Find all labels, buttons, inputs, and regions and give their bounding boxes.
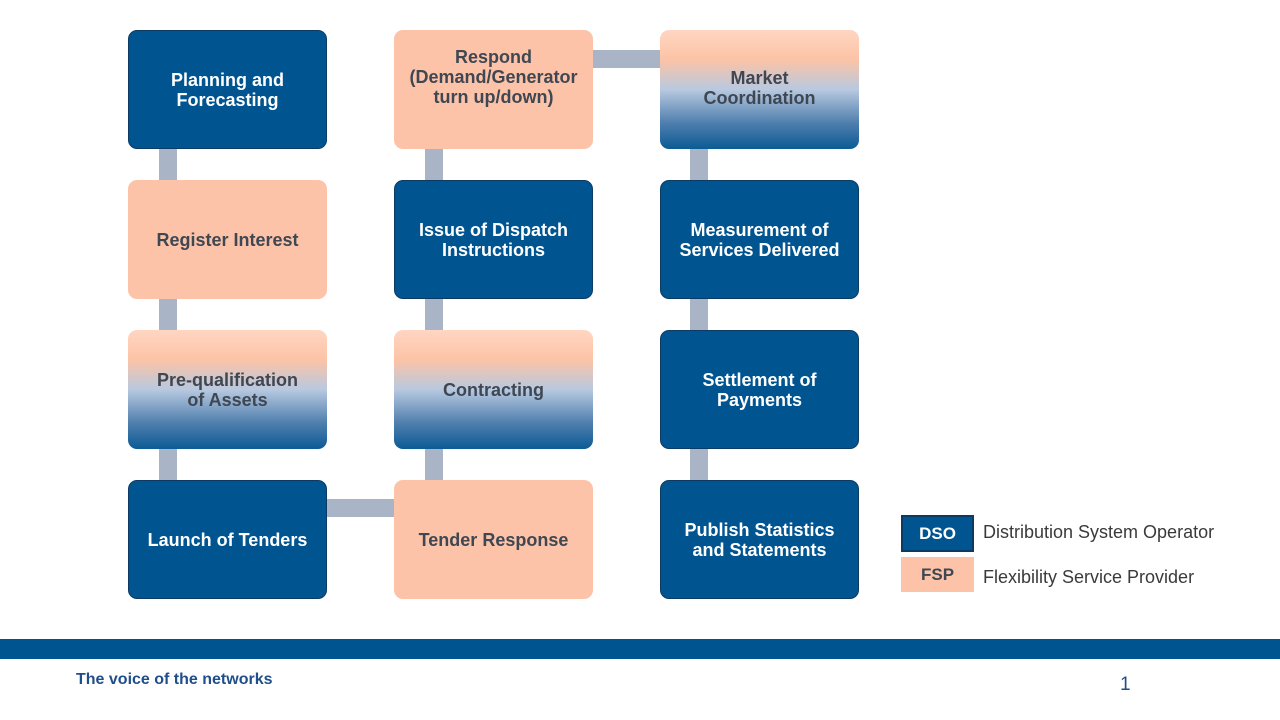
step-measurement-of-services-delivered: Measurement of Services Delivered [660,180,859,299]
connector [690,298,708,330]
step-label: Launch of Tenders [147,529,308,550]
legend-dso-text: Distribution System Operator [983,522,1215,542]
step-label: Pre-qualification of Assets [156,369,299,410]
legend-fsp-swatch: FSP [901,557,974,592]
step-planning-and-forecasting: Planning and Forecasting [128,30,327,149]
step-tender-response: Tender Response [394,480,593,599]
page-number: 1 [1120,674,1131,695]
connector [425,448,443,480]
connector [690,448,708,480]
connector [690,148,708,180]
connector [425,298,443,330]
connector [159,298,177,330]
legend-dso-abbr: DSO [919,523,956,543]
connector [425,148,443,180]
legend-dso-swatch: DSO [901,515,974,552]
footer-band [0,639,1280,659]
connector [159,448,177,480]
step-label: Respond (Demand/Generator turn up/down) [409,46,578,107]
step-market-coordination: Market Coordination [660,30,859,149]
connector [327,499,394,517]
footer-tagline: The voice of the networks [76,671,273,688]
step-label: Settlement of Payments [702,369,817,410]
step-issue-of-dispatch-instructions: Issue of Dispatch Instructions [394,180,593,299]
step-publish-statistics-and-statements: Publish Statistics and Statements [660,480,859,599]
step-label: Register Interest [156,229,299,250]
step-respond: Respond (Demand/Generator turn up/down) [394,30,593,149]
legend-fsp-text: Flexibility Service Provider [983,567,1195,587]
step-launch-of-tenders: Launch of Tenders [128,480,327,599]
step-label: Tender Response [418,529,569,550]
step-settlement-of-payments: Settlement of Payments [660,330,859,449]
step-label: Market Coordination [703,67,816,108]
step-contracting: Contracting [394,330,593,449]
step-pre-qualification-of-assets: Pre-qualification of Assets [128,330,327,449]
connector [593,50,660,68]
step-label: Measurement of Services Delivered [679,219,840,260]
connector [159,148,177,180]
step-label: Issue of Dispatch Instructions [418,219,569,260]
legend-fsp-abbr: FSP [920,564,955,584]
step-label: Planning and Forecasting [170,69,284,110]
step-label: Contracting [443,379,544,400]
step-register-interest: Register Interest [128,180,327,299]
step-label: Publish Statistics and Statements [684,519,835,560]
